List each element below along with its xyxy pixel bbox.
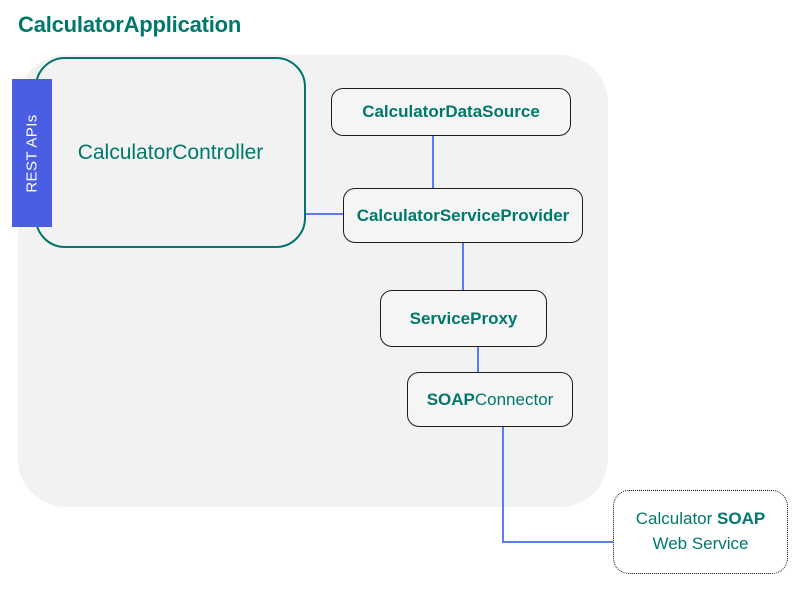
node-service-proxy: ServiceProxy xyxy=(380,290,547,347)
node-soap-connector: SOAPConnector xyxy=(407,372,573,427)
diagram-title: CalculatorApplication xyxy=(18,12,242,37)
node-soap-connector-label-regular: Connector xyxy=(474,389,554,409)
connector-serviceprovider-serviceproxy xyxy=(462,242,464,291)
connector-soapconnector-webservice-horizontal xyxy=(502,541,614,543)
web-service-label-line1-bold: SOAP xyxy=(717,509,766,529)
node-service-proxy-label: ServiceProxy xyxy=(409,308,518,328)
web-service-label-line2: Web Service xyxy=(652,534,749,553)
web-service-label-line1-regular: Calculator xyxy=(635,509,718,529)
node-soap-connector-label: SOAPConnector xyxy=(427,390,554,410)
node-calculator-datasource: CalculatorDataSource xyxy=(331,88,571,136)
connector-controller-serviceprovider xyxy=(303,213,344,215)
web-service-label-line1: Calculator SOAP xyxy=(636,507,765,532)
node-calculator-controller-label: CalculatorController xyxy=(77,140,264,164)
connector-serviceproxy-soapconnector xyxy=(477,346,479,373)
connector-datasource-serviceprovider xyxy=(432,136,434,189)
node-calculator-service-provider: CalculatorServiceProvider xyxy=(343,188,583,243)
rest-apis-badge-label: REST APIs xyxy=(23,113,41,193)
node-soap-connector-label-bold: SOAP xyxy=(426,389,475,409)
node-calculator-datasource-label: CalculatorDataSource xyxy=(362,102,540,121)
rest-apis-badge: REST APIs xyxy=(12,79,52,227)
connector-soapconnector-webservice-vertical xyxy=(502,426,504,543)
node-calculator-soap-web-service: Calculator SOAP Web Service xyxy=(613,490,788,574)
node-calculator-soap-web-service-label: Calculator SOAP Web Service xyxy=(636,507,765,556)
node-calculator-controller: CalculatorController xyxy=(35,57,306,248)
node-calculator-service-provider-label: CalculatorServiceProvider xyxy=(356,205,570,225)
